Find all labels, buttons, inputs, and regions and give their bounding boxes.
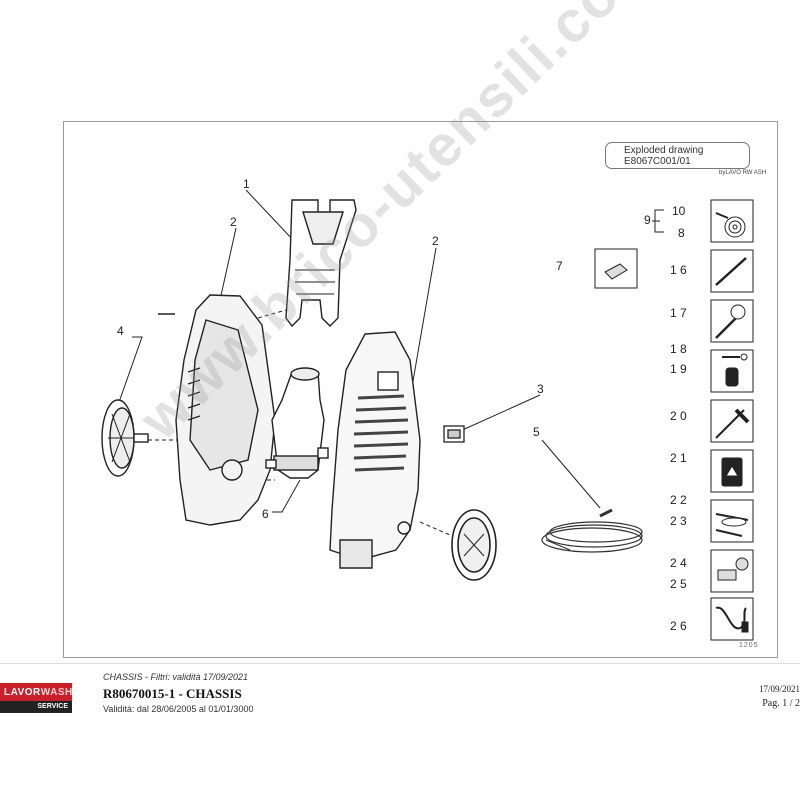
part-wheel-right [451, 509, 497, 581]
callout-23: 2 3 [670, 514, 687, 528]
callout-9: 9 [644, 213, 651, 227]
drawing-code: 1205 [739, 642, 759, 649]
callout-4: 4 [117, 324, 124, 338]
callout-3: 3 [537, 382, 544, 396]
callout-26: 2 6 [670, 619, 687, 633]
accessory-icons [594, 199, 754, 641]
callout-19: 1 9 [670, 362, 687, 376]
callout-5: 5 [533, 425, 540, 439]
footer-subtitle: CHASSIS - Filtri: validità 17/09/2021 [103, 672, 249, 682]
callout-22: 2 2 [670, 493, 687, 507]
callout-18: 1 8 [670, 342, 687, 356]
part-housing-left [175, 294, 276, 526]
footer-title: R80670015-1 - CHASSIS [103, 686, 242, 701]
footer-page: Pag. 1 / 2 [762, 698, 800, 709]
callout-7: 7 [556, 259, 563, 273]
callout-8: 8 [678, 226, 685, 240]
callout-2-left: 2 [230, 215, 237, 229]
part-switch [443, 425, 465, 443]
callout-2-right: 2 [432, 234, 439, 248]
callout-24: 2 4 [670, 556, 687, 570]
part-pump [265, 367, 329, 479]
drawing-title: Exploded drawing E8067C001/01 [624, 144, 704, 167]
callout-10: 10 [672, 204, 686, 218]
drawing-frame [63, 121, 778, 658]
footer-divider [0, 663, 800, 664]
footer-validity: Validità: dal 28/06/2005 al 01/01/3000 [103, 704, 254, 713]
logo-wash-text: WASH [40, 686, 73, 698]
part-wheel-left [101, 399, 149, 477]
part-hose [541, 508, 643, 553]
part-handle [285, 199, 357, 328]
drawing-title-box: Exploded drawing E8067C001/01 [605, 142, 750, 169]
part-housing-right [329, 331, 421, 569]
callout-6: 6 [262, 507, 269, 521]
logo-main-text: LAVOR [4, 686, 41, 698]
logo-service-text: SERVICE [0, 701, 72, 713]
callout-20: 2 0 [670, 409, 687, 423]
callout-21: 2 1 [670, 451, 687, 465]
callout-25: 2 5 [670, 577, 687, 591]
footer-date: 17/09/2021 [758, 684, 800, 694]
drawing-subtitle: byLAVO RW ASH [719, 170, 767, 176]
callout-1: 1 [243, 177, 250, 191]
callout-16: 1 6 [670, 263, 687, 277]
callout-17: 1 7 [670, 306, 687, 320]
